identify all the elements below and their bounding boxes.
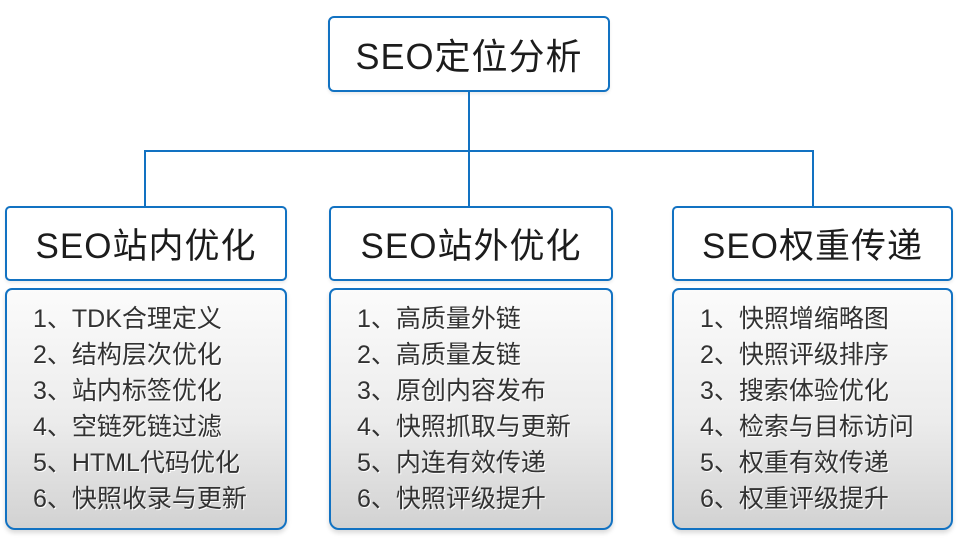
branch-node-weight: SEO权重传递 [672,206,953,281]
list-item: 1、高质量外链 [357,305,521,333]
list-item: 5、权重有效传递 [700,449,889,477]
root-node: SEO定位分析 [328,16,610,92]
connector-crossbar [144,150,814,152]
list-item: 6、权重评级提升 [700,485,889,513]
list-item: 1、TDK合理定义 [33,305,222,333]
list-item: 6、快照评级提升 [357,485,546,513]
connector-drop-middle [468,150,470,206]
list-item: 6、快照收录与更新 [33,485,247,513]
list-item: 4、空链死链过滤 [33,413,222,441]
list-item: 4、快照抓取与更新 [357,413,571,441]
branch-title: SEO站内优化 [35,227,257,266]
list-item: 1、快照增缩略图 [700,305,889,333]
branch-list-weight: 1、快照增缩略图 2、快照评级排序 3、搜索体验优化 4、检索与目标访问 5、权… [672,288,953,530]
list-item: 2、快照评级排序 [700,341,889,369]
branch-list-onsite: 1、TDK合理定义 2、结构层次优化 3、站内标签优化 4、空链死链过滤 5、H… [5,288,287,530]
list-item: 3、站内标签优化 [33,377,222,405]
branch-node-onsite: SEO站内优化 [5,206,287,281]
list-item: 3、搜索体验优化 [700,377,889,405]
branch-list-offsite: 1、高质量外链 2、高质量友链 3、原创内容发布 4、快照抓取与更新 5、内连有… [329,288,613,530]
list-item: 2、高质量友链 [357,341,521,369]
connector-drop-right [812,150,814,206]
connector-stem [468,92,470,152]
branch-node-offsite: SEO站外优化 [329,206,613,281]
list-item: 3、原创内容发布 [357,377,546,405]
connector-drop-left [144,150,146,206]
list-item: 5、HTML代码优化 [33,449,240,477]
branch-title: SEO站外优化 [360,227,582,266]
list-item: 5、内连有效传递 [357,449,546,477]
root-node-title: SEO定位分析 [355,36,583,77]
branch-title: SEO权重传递 [702,227,923,266]
list-item: 2、结构层次优化 [33,341,222,369]
list-item: 4、检索与目标访问 [700,413,914,441]
